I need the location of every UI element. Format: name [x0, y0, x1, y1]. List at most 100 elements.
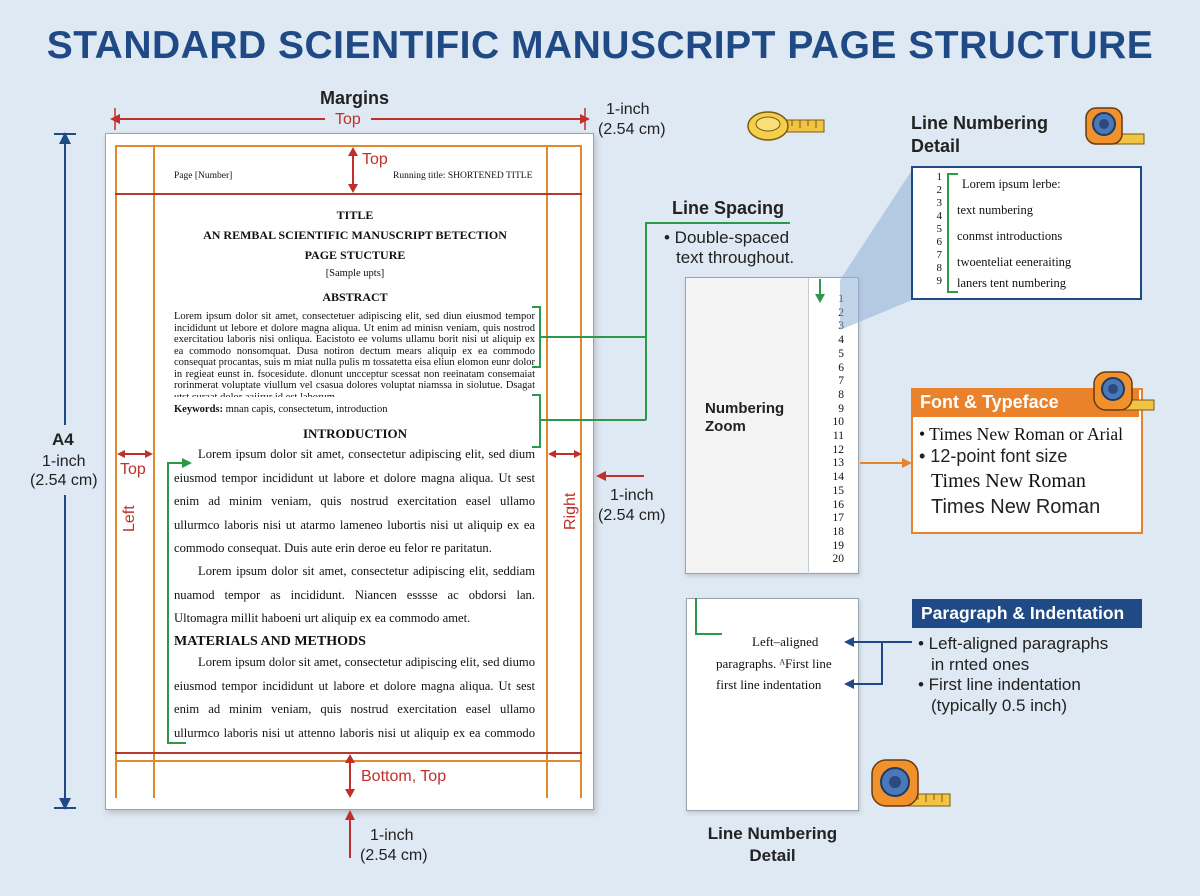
margin-guide-left	[153, 145, 155, 798]
paragraph-arrows	[844, 637, 912, 689]
top-margin-label: Top	[325, 110, 371, 130]
running-title: Running title: SHORTENED TITLE	[393, 171, 533, 181]
left-top-label: Top	[120, 461, 146, 478]
bottom-outer-arrow	[345, 810, 355, 858]
line-spacing-bullet-1: • Double-spaced	[664, 228, 790, 247]
doc-title-1: TITLE	[336, 208, 374, 222]
intro-paragraph-1: Lorem ipsum dolor sit amet, consectetur …	[174, 447, 535, 555]
detail-line-number: 9	[936, 275, 943, 287]
zoom-line-number: 19	[832, 539, 845, 552]
zoom-line-number: 9	[838, 402, 844, 415]
zoom-line-number: 17	[832, 512, 845, 525]
zoom-line-number: 8	[838, 388, 844, 401]
paragraph-bullet-1a: • Left-aligned paragraphs	[918, 634, 1109, 653]
zoom-line-number: 20	[832, 553, 845, 566]
zoom-line-number: 18	[832, 525, 845, 538]
font-arrow	[860, 458, 912, 468]
zoom-number-column	[808, 278, 858, 572]
page-number-header: Page [Number]	[174, 171, 233, 181]
paragraph-sample-3: first line indentation	[716, 677, 822, 692]
detail-line-5: laners tent numbering	[957, 276, 1066, 290]
zoom-line-number: 14	[832, 471, 845, 484]
right-size-2: (2.54 cm)	[598, 507, 666, 524]
line-numbering-heading-2: Detail	[911, 136, 961, 156]
zoom-line-number: 10	[832, 416, 845, 429]
right-size-1: 1-inch	[610, 487, 654, 504]
doc-title-3: PAGE STUCTURE	[304, 248, 406, 262]
margin-guide-top	[115, 145, 582, 147]
keywords-label: Keywords:	[174, 404, 223, 415]
zoom-line-number: 13	[832, 457, 845, 470]
detail-line-3: conmst introductions	[957, 229, 1063, 243]
zoom-line-number: 6	[838, 361, 844, 374]
zoom-line-number: 7	[838, 375, 844, 388]
intro-paragraph-2: Lorem ipsum dolor sit amet, consectetur …	[174, 564, 535, 625]
detail-bracket	[947, 173, 958, 293]
doc-title-2: AN REMBAL SCIENTIFIC MANUSCRIPT BETECTIO…	[203, 228, 507, 242]
zoom-line-number: 4	[838, 334, 844, 347]
zoom-label-2: Zoom	[705, 418, 746, 435]
detail-line-number: 6	[936, 236, 943, 248]
zoom-line-number: 16	[832, 498, 845, 511]
font-sample-1: Times New Roman	[931, 470, 1086, 492]
zoom-label-1: Numbering	[705, 400, 785, 417]
measuring-tape-icon	[871, 759, 951, 807]
paragraph-bullet-2b: (typically 0.5 inch)	[931, 696, 1068, 715]
manuscript-page	[105, 133, 594, 810]
green-connectors	[167, 222, 790, 744]
inner-top-label: Top	[362, 151, 388, 168]
detail-line-number: 2	[936, 184, 943, 196]
detail-line-number: 4	[936, 210, 943, 222]
zoom-projection	[840, 170, 912, 330]
margins-heading: Margins	[320, 88, 390, 108]
margin-guide-right-outer	[580, 145, 582, 798]
bottom-size-1: 1-inch	[370, 827, 414, 844]
methods-paragraph: Lorem ipsum dolor sit amet, consectetur …	[174, 655, 535, 740]
zoom-line-number: 5	[838, 347, 844, 360]
left-margin-arrow	[117, 450, 153, 458]
intro-heading: INTRODUCTION	[302, 426, 407, 441]
top-size-2: (2.54 cm)	[598, 121, 666, 138]
measuring-tape-icon	[747, 111, 825, 141]
detail-line-1: Lorem ipsum lerbe:	[962, 177, 1061, 191]
detail-line-number: 3	[936, 197, 943, 209]
paragraph-bullet-2a: • First line indentation	[918, 675, 1081, 694]
margin-guide-left-outer	[115, 145, 117, 798]
inner-bottom-arrow	[345, 754, 355, 798]
header-divider	[115, 193, 582, 195]
detail-line-number: 7	[936, 249, 943, 261]
zoom-line-number: 11	[832, 430, 844, 443]
footer-divider	[115, 752, 582, 754]
margin-guide-right	[546, 145, 548, 798]
font-bullet-1: • Times New Roman or Arial	[919, 424, 1123, 444]
right-outer-arrow	[596, 471, 644, 481]
zoom-pointer-arrow	[815, 279, 825, 303]
right-margin-arrow	[548, 450, 582, 458]
line-spacing-heading: Line Spacing	[672, 198, 785, 218]
doc-authors: [Sample upts]	[325, 268, 385, 279]
measuring-tape-icon	[1085, 107, 1145, 145]
line-numbering-heading-1: Line Numbering	[911, 113, 1049, 133]
font-bullet-2: • 12-point font size	[919, 446, 1068, 466]
abstract-text: Lorem ipsum dolor sit amet, consectetuer…	[174, 311, 535, 397]
detail-line-2: text numbering	[957, 203, 1034, 217]
methods-heading: MATERIALS AND METHODS	[174, 634, 366, 649]
bottom-label-1: Line Numbering	[707, 824, 838, 843]
abstract-heading: ABSTRACT	[322, 290, 388, 304]
line-numbering-detail-box	[911, 166, 1142, 300]
a4-size-2: (2.54 cm)	[30, 472, 98, 489]
paragraph-sample-2: paragraphs. ᴬFirst line	[716, 656, 832, 671]
bottom-size-2: (2.54 cm)	[360, 847, 428, 864]
font-sample-2: Times New Roman	[931, 496, 1101, 518]
left-margin-label: Left	[121, 505, 138, 532]
a4-label: A4	[52, 430, 74, 449]
inner-top-arrow	[348, 147, 358, 193]
top-size-1: 1-inch	[606, 101, 650, 118]
keywords-text: mnan capis, consectetum, introduction	[225, 404, 388, 415]
page-title: STANDARD SCIENTIFIC MANUSCRIPT PAGE STRU…	[46, 24, 1154, 67]
inner-bottom-label: Bottom, Top	[361, 768, 447, 785]
paragraph-heading: Paragraph & Indentation	[912, 599, 1142, 628]
line-spacing-bullet-2: text throughout.	[676, 248, 795, 267]
paragraph-sample-1: Left–aligned	[752, 634, 819, 649]
